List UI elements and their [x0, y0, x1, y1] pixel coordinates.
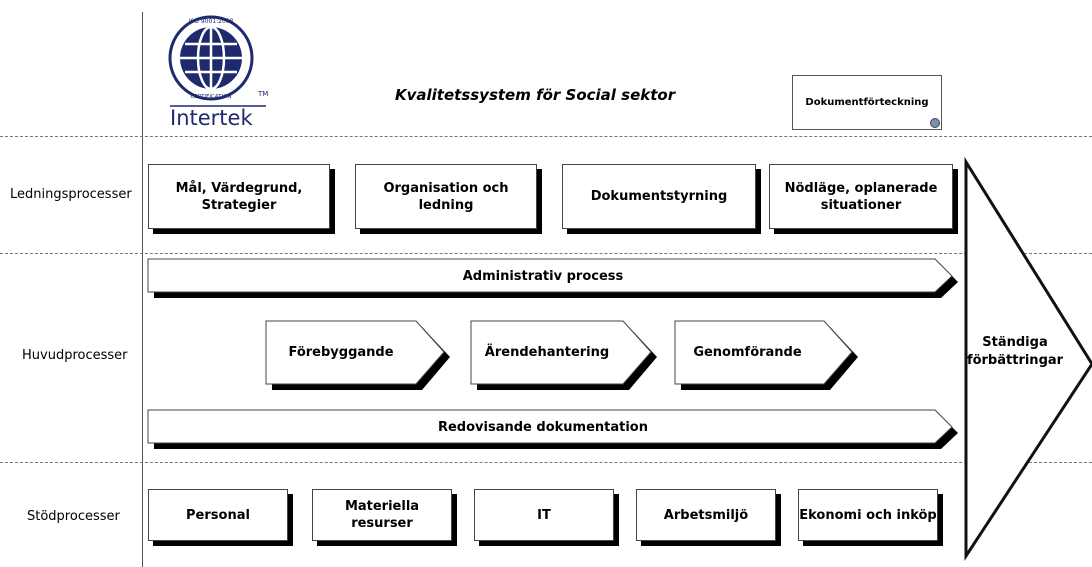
big-arrow-standiga-forbattringar[interactable]: Ständiga förbättringar	[966, 335, 1064, 368]
separator-header	[0, 136, 1092, 137]
row-label-huvudprocesser: Huvudprocesser	[22, 348, 128, 363]
box-personal[interactable]: Personal	[148, 489, 288, 541]
box-dokumentstyrning[interactable]: Dokumentstyrning	[562, 164, 756, 229]
logo-trademark: TM	[258, 90, 269, 98]
separator-ledning	[0, 253, 1092, 254]
row-label-stodprocesser: Stödprocesser	[27, 509, 120, 524]
box-nodlage[interactable]: Nödläge, oplanerade situationer	[769, 164, 953, 229]
separator-huvud	[0, 462, 1092, 463]
big-arrow-shape	[964, 156, 1092, 562]
bar-redovisande-dokumentation-shape	[147, 409, 958, 449]
vertical-divider	[142, 12, 143, 567]
svg-text:ISO 9001:2008: ISO 9001:2008	[189, 18, 234, 25]
box-it[interactable]: IT	[474, 489, 614, 541]
chevron-forebyggande-shape	[265, 320, 450, 390]
svg-text:CERTIFICATION: CERTIFICATION	[190, 94, 231, 100]
bar-administrativ-process-shape	[147, 258, 958, 298]
globe-icon	[930, 118, 940, 128]
dokumentforteckning-button[interactable]: Dokumentförteckning	[792, 75, 942, 130]
chevron-arendehantering[interactable]: Ärendehantering	[484, 345, 610, 360]
chevron-arendehantering-shape	[470, 320, 657, 390]
chevron-genomforande[interactable]: Genomförande	[693, 345, 802, 360]
page-title: Kvalitetssystem för Social sektor	[395, 86, 676, 104]
box-materiella-resurser[interactable]: Materiella resurser	[312, 489, 452, 541]
box-ekonomi-inkop[interactable]: Ekonomi och inköp	[798, 489, 938, 541]
logo-brand-text: Intertek	[170, 106, 253, 130]
bar-redovisande-dokumentation[interactable]: Redovisande dokumentation	[437, 419, 648, 435]
box-arbetsmiljo[interactable]: Arbetsmiljö	[636, 489, 776, 541]
chevron-forebyggande[interactable]: Förebyggande	[288, 345, 394, 360]
box-mal-vardegrund[interactable]: Mål, Värdegrund, Strategier	[148, 164, 330, 229]
bar-administrativ-process[interactable]: Administrativ process	[462, 268, 624, 284]
dokumentforteckning-label: Dokumentförteckning	[805, 97, 929, 108]
box-organisation-ledning[interactable]: Organisation och ledning	[355, 164, 537, 229]
intertek-logo: ISO 9001:2008 CERTIFICATION	[168, 15, 266, 107]
chevron-genomforande-shape	[674, 320, 858, 390]
row-label-ledningsprocesser: Ledningsprocesser	[10, 187, 132, 202]
